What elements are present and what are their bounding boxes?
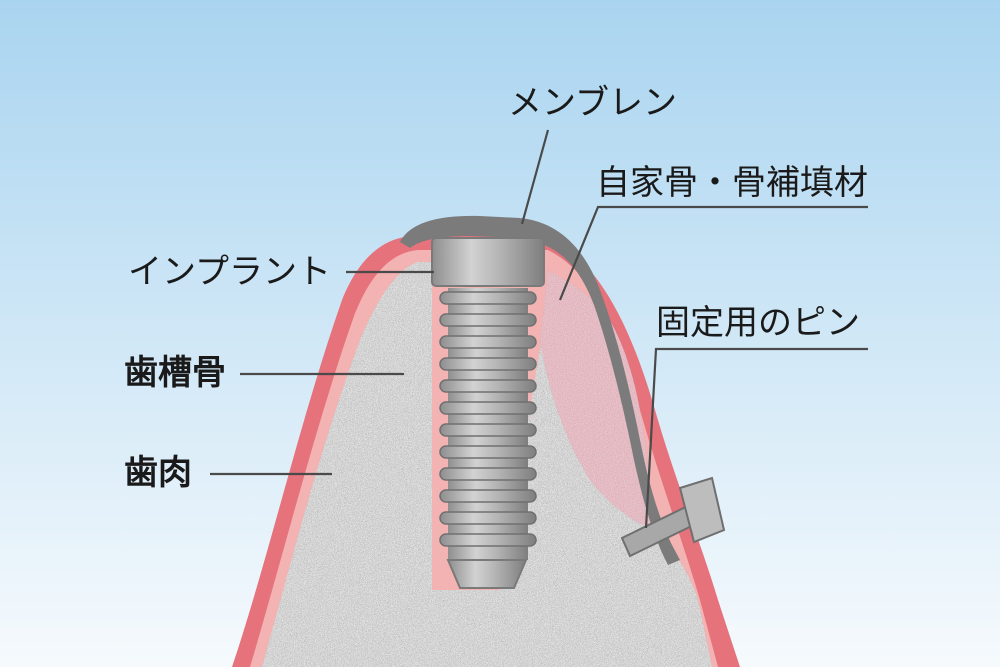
implant-thread xyxy=(439,379,537,393)
implant-thread xyxy=(439,489,537,503)
implant-threads xyxy=(439,288,537,560)
leader-membrane xyxy=(520,129,550,225)
implant-thread xyxy=(439,357,537,371)
label-membrane: メンブレン xyxy=(508,83,677,123)
implant-thread xyxy=(439,401,537,415)
implant-thread xyxy=(439,533,537,547)
implant-thread xyxy=(439,467,537,481)
label-fixing-pin: 固定用のピン xyxy=(656,303,860,343)
implant-thread xyxy=(439,313,537,327)
label-gingiva: 歯肉 xyxy=(124,453,192,493)
label-bone-graft: 自家骨・骨補填材 xyxy=(596,163,868,203)
implant-thread xyxy=(439,335,537,349)
membrane xyxy=(400,215,680,565)
implant-thread xyxy=(439,291,537,305)
leader-lines xyxy=(210,129,868,529)
implant xyxy=(431,237,545,589)
leader-bone-graft xyxy=(558,205,868,301)
label-alveolar-bone: 歯槽骨 xyxy=(124,353,226,393)
implant-thread xyxy=(439,445,537,459)
fixing-pin xyxy=(620,476,726,558)
implant-thread xyxy=(439,511,537,525)
label-implant: インプラント xyxy=(128,252,331,292)
leader-fixing-pin xyxy=(644,347,868,529)
implant-thread xyxy=(439,423,537,437)
